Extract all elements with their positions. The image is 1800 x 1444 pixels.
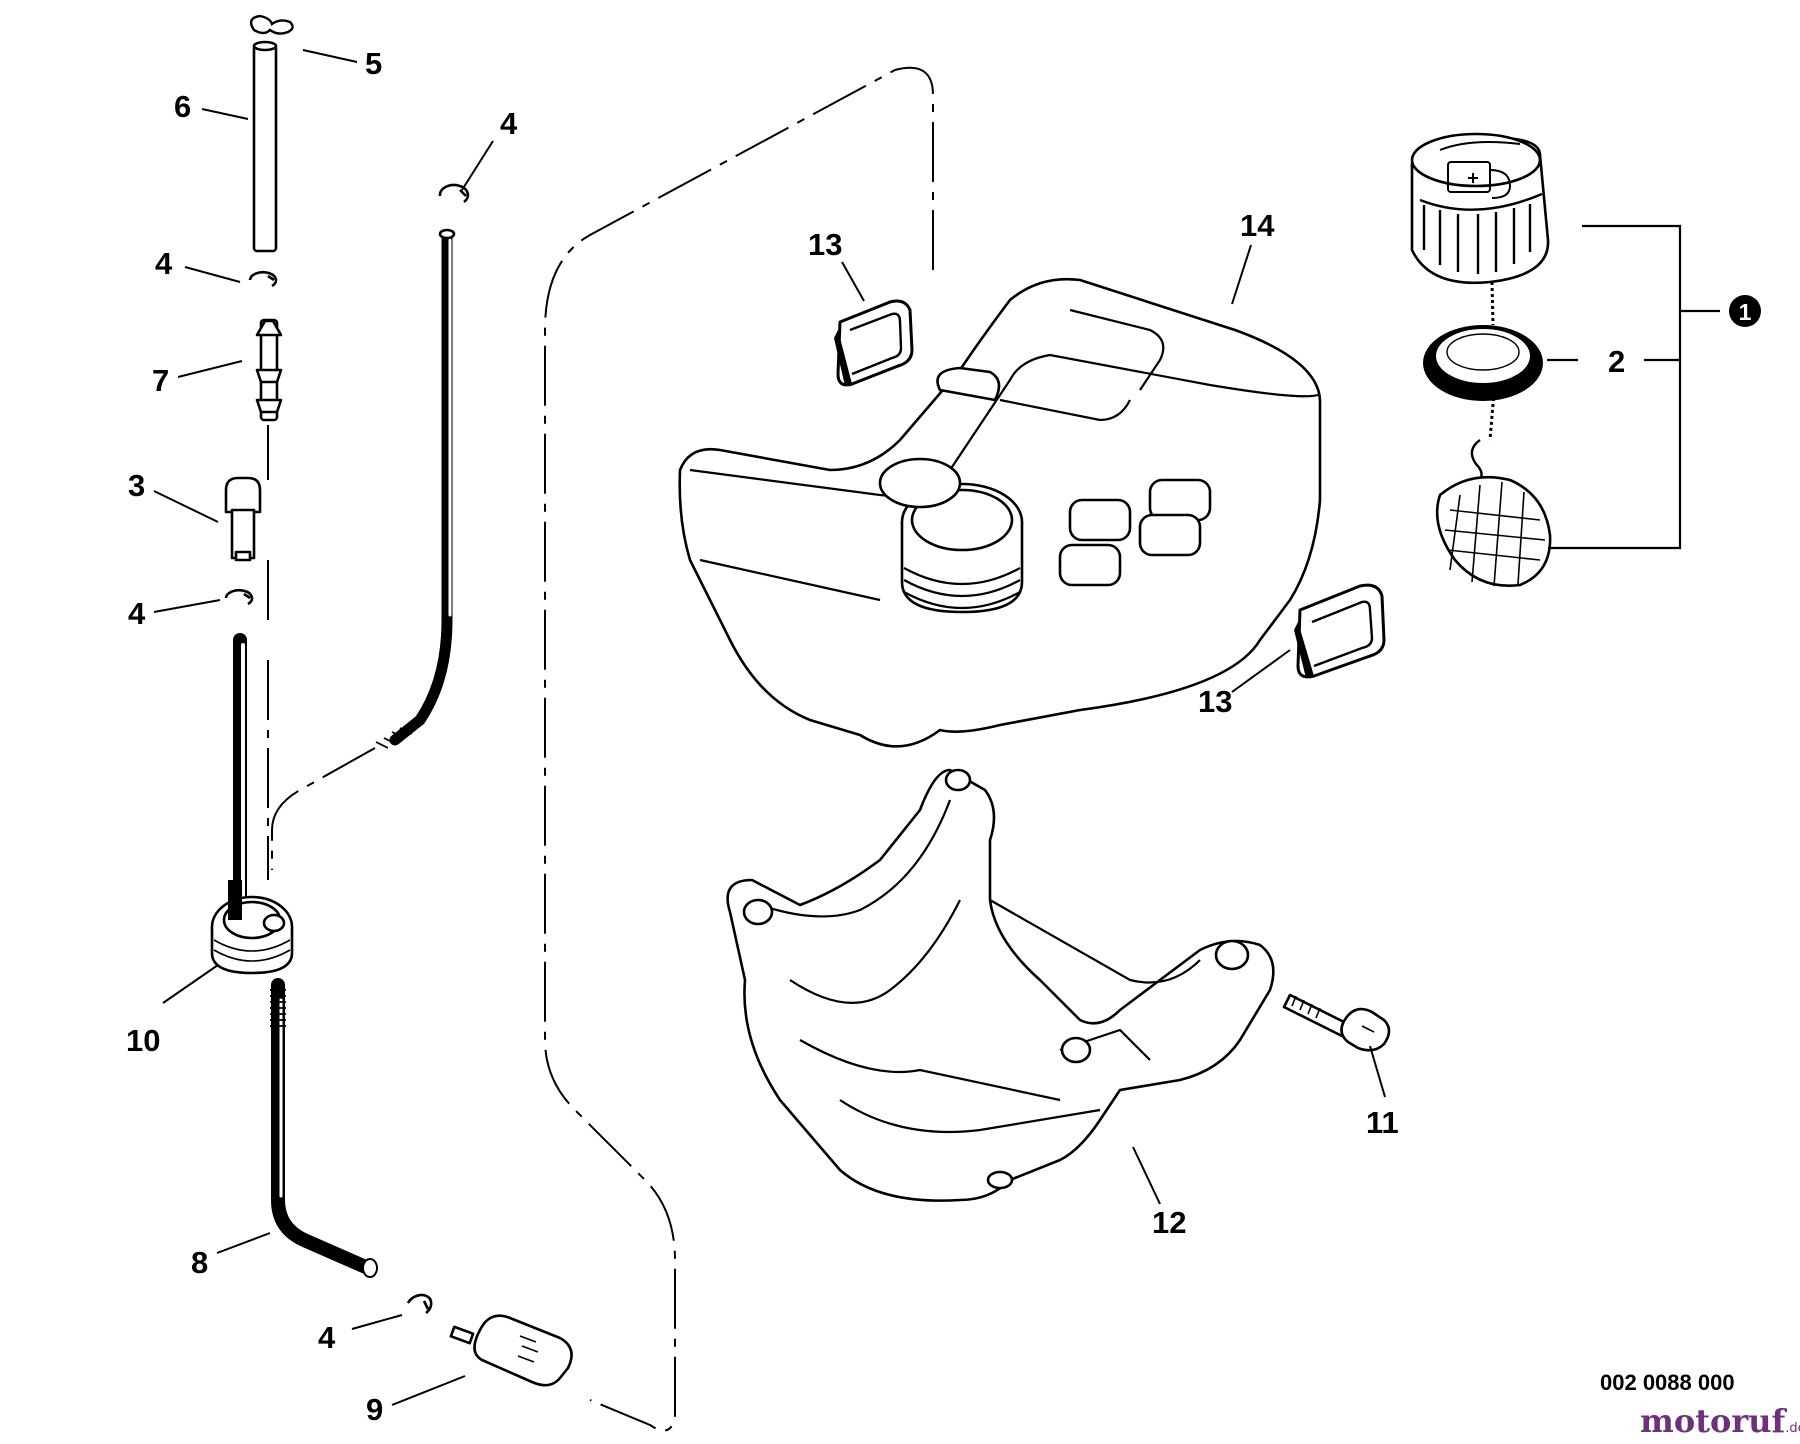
cushion-part-13-lower xyxy=(1294,583,1386,679)
fuel-strainer xyxy=(1435,439,1552,587)
callout-8: 8 xyxy=(191,1245,208,1280)
callout-11: 11 xyxy=(1366,1105,1399,1140)
brand-name: motoruf xyxy=(1640,1402,1786,1440)
callout-4-lower: 4 xyxy=(318,1320,336,1355)
callout-5: 5 xyxy=(365,46,382,81)
callout-2: 2 xyxy=(1608,344,1625,379)
callout-9: 9 xyxy=(366,1392,383,1427)
clamp-ring-part-4-lower xyxy=(406,1293,433,1315)
return-hose xyxy=(389,229,453,746)
callout-14: 14 xyxy=(1240,208,1275,243)
fuel-tank-part-14 xyxy=(678,277,1322,748)
fuel-filter-part-9 xyxy=(449,1314,573,1387)
connector-part-7 xyxy=(255,318,283,422)
grommet-part-10 xyxy=(210,880,294,975)
fuel-hose-part-8 xyxy=(271,978,375,1275)
clamp-ring-part-4-upper xyxy=(248,270,278,288)
cap-chain xyxy=(1488,281,1496,441)
bolt-part-11 xyxy=(1282,993,1391,1052)
callout-1-badge: 1 xyxy=(1729,295,1761,327)
callout-10: 10 xyxy=(126,1023,160,1058)
brand-watermark: motoruf.de xyxy=(1640,1402,1800,1440)
cushion-part-13-upper xyxy=(834,299,914,387)
callout-1: 1 xyxy=(1739,299,1752,325)
fuel-weight-part-3 xyxy=(224,476,262,562)
brand-tld: .de xyxy=(1785,1421,1800,1436)
leader-lines xyxy=(153,49,1386,1406)
clamp-ring-part-4-top xyxy=(438,183,470,204)
drawing-number: 002 0088 000 xyxy=(1600,1370,1735,1395)
callout-6: 6 xyxy=(174,89,191,124)
callout-3: 3 xyxy=(128,468,145,503)
callout-12: 12 xyxy=(1152,1205,1186,1240)
assembly-boundary-line xyxy=(544,66,934,1432)
gasket-part-2 xyxy=(1423,325,1543,401)
callout-13-upper: 13 xyxy=(808,227,842,262)
callout-13-lower: 13 xyxy=(1198,684,1232,719)
fuel-cap-part-1 xyxy=(1410,132,1550,285)
pipe-part-6 xyxy=(252,43,278,253)
hose-clip-part-5 xyxy=(249,14,294,35)
clamp-ring-part-4-middle xyxy=(224,588,254,606)
callout-4-middle: 4 xyxy=(128,596,146,631)
callout-4-top: 4 xyxy=(500,106,518,141)
tank-bracket-part-12 xyxy=(726,768,1275,1202)
group-bracket xyxy=(1547,224,1720,550)
callout-7: 7 xyxy=(152,363,169,398)
callout-4-upper-left: 4 xyxy=(155,246,173,281)
